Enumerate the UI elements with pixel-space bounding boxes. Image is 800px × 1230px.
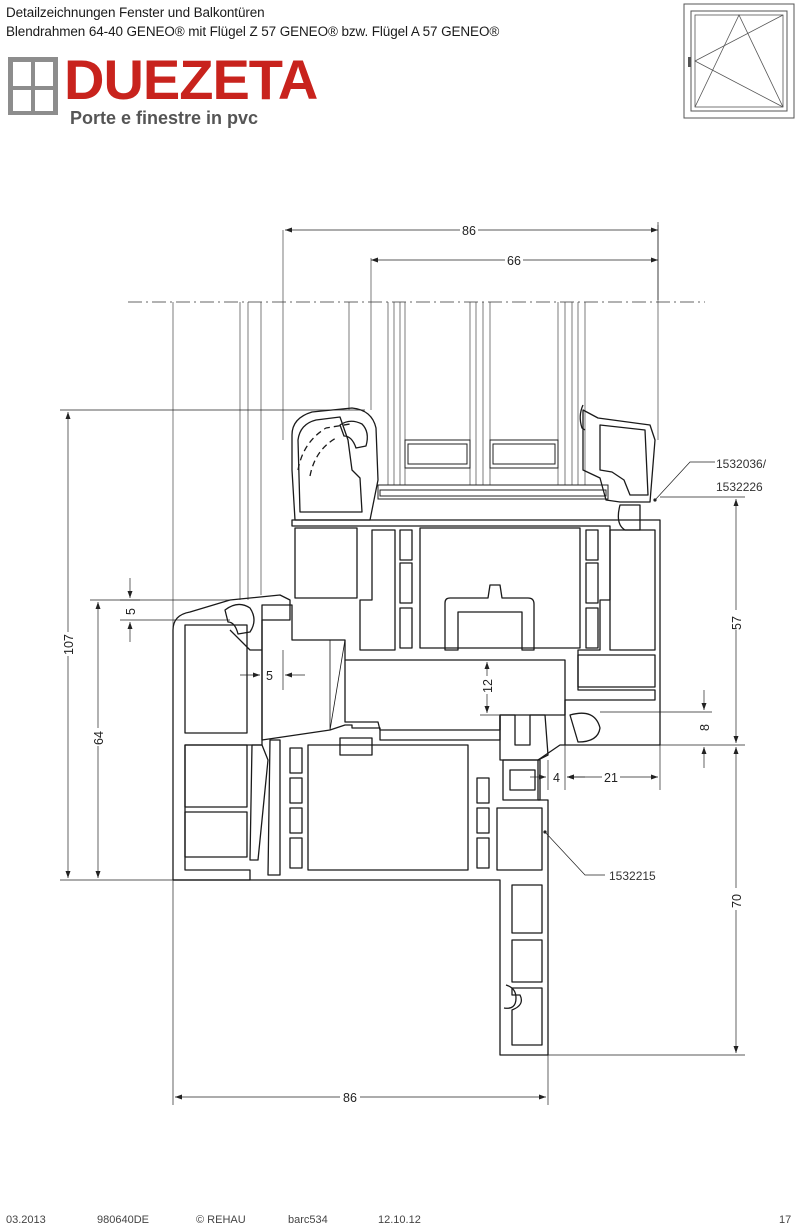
dim-offset-side: 5	[266, 669, 273, 683]
footer-page: 17	[779, 1214, 792, 1226]
dim-left-total: 107	[62, 634, 76, 655]
dim-bottom-width: 86	[343, 1091, 357, 1105]
dim-bottom-height: 70	[730, 894, 744, 908]
dim-right-gap: 8	[698, 724, 712, 731]
callout-gasket-a: 1532036/	[716, 457, 767, 471]
document-title: Detailzeichnungen Fenster und Balkontüre…	[6, 5, 265, 20]
callout-gasket-b: 1532226	[716, 480, 763, 494]
footer-revision: 12.10.12	[378, 1214, 421, 1226]
dim-gap-small: 4	[553, 771, 560, 785]
handle-icon	[688, 57, 691, 67]
footer-brand: © REHAU	[196, 1214, 246, 1226]
dim-right-sash: 57	[730, 616, 744, 630]
window-thumbnail	[683, 3, 795, 119]
dim-top-inner: 66	[507, 254, 521, 268]
footer-doc-no: 980640DE	[97, 1214, 149, 1226]
dim-left-frame: 64	[92, 731, 106, 745]
company-logo: DUEZETA Porte e finestre in pvc	[8, 55, 318, 128]
document-subtitle: Blendrahmen 64-40 GENEO® mit Flügel Z 57…	[6, 24, 500, 39]
logo-name: DUEZETA	[64, 55, 317, 111]
callout-profile: 1532215	[609, 869, 656, 883]
dim-rebate: 12	[481, 679, 495, 693]
footer-date: 03.2013	[6, 1214, 46, 1226]
logo-tagline: Porte e finestre in pvc	[70, 108, 258, 128]
dim-top-outer: 86	[462, 224, 476, 238]
dim-gap-right: 21	[604, 771, 618, 785]
window-grid-icon	[8, 57, 58, 115]
dim-offset-top: 5	[124, 608, 138, 615]
footer-code: barc534	[288, 1214, 328, 1226]
